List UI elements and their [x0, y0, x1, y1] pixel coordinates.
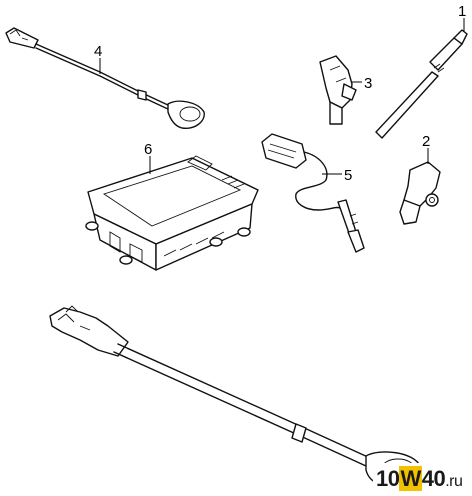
glow-plug — [375, 18, 468, 139]
watermark-prefix: 10 — [376, 466, 400, 491]
watermark-highlight: W — [399, 466, 422, 491]
crankshaft-sensor — [399, 148, 441, 225]
knock-sensor-small — [5, 27, 205, 129]
watermark-middle: 40 — [421, 466, 446, 491]
engine-control-module — [85, 155, 259, 271]
callout-5: 5 — [344, 167, 352, 184]
watermark-background — [373, 463, 472, 496]
watermark-logo: 10W40.ru — [376, 466, 463, 492]
camshaft-sensor — [319, 55, 362, 125]
oxygen-sensor — [261, 133, 365, 253]
callout-1: 1 — [458, 3, 466, 20]
callout-4: 4 — [94, 43, 102, 60]
callout-2: 2 — [422, 133, 430, 150]
callout-3: 3 — [364, 75, 372, 92]
watermark-suffix: .ru — [445, 473, 463, 490]
knock-sensor-large — [49, 305, 422, 487]
callout-6: 6 — [144, 141, 152, 158]
